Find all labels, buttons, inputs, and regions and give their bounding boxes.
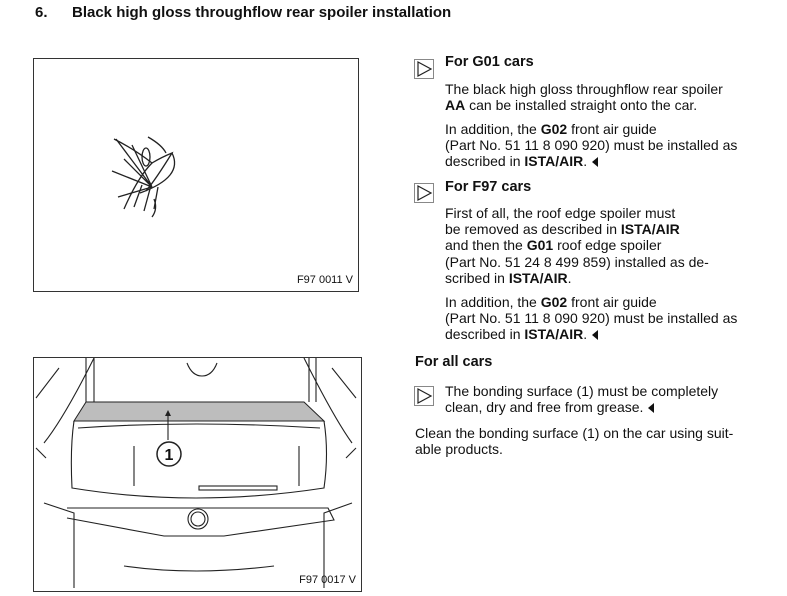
text: The bonding surface (1) must be complete… — [445, 383, 719, 399]
text-line: The black high gloss throughflow rear sp… — [445, 81, 723, 97]
figure-label: F97 0017 V — [299, 574, 356, 586]
text: roof edge spoiler — [553, 237, 662, 254]
text-line: described in ISTA/AIR. — [445, 153, 737, 169]
bold-term: G02 — [540, 294, 568, 310]
end-marker-icon — [592, 330, 599, 341]
car-rear-illustration: 1 — [35, 357, 357, 588]
text-line: (Part No. 51 11 8 090 920) must be insta… — [445, 310, 737, 326]
figure-label: F97 0011 V — [296, 274, 353, 286]
text: be removed as described in — [445, 221, 621, 238]
paragraph: The bonding surface (1) must be complete… — [445, 383, 718, 415]
text-line: scribed in ISTA/AIR. — [445, 270, 709, 286]
text-line: clean, dry and free from grease. — [445, 399, 718, 415]
text: described in — [445, 326, 525, 343]
text-line: AA can be installed straight onto the ca… — [445, 97, 723, 113]
text: front air guide — [567, 294, 657, 310]
text-line: able products. — [415, 441, 733, 457]
section-title: Black high gloss throughflow rear spoile… — [72, 4, 452, 21]
text: can be installed straight onto the car. — [465, 97, 698, 114]
text: and then the — [445, 237, 527, 254]
paragraph: Clean the bonding surface (1) on the car… — [415, 425, 733, 457]
figure-eye-illustration: F97 0011 V — [33, 58, 359, 292]
text: Clean the bonding surface (1) on the car… — [415, 425, 734, 441]
text: . — [583, 153, 588, 170]
text: (Part No. 51 11 8 090 920) must be insta… — [445, 137, 738, 154]
text: scribed in — [445, 269, 509, 286]
text: First of all, the roof edge spoiler must — [445, 205, 676, 221]
bold-term: G02 — [540, 121, 568, 137]
eye-icon — [111, 136, 176, 218]
text-line: The bonding surface (1) must be complete… — [445, 383, 718, 399]
block-heading: For F97 cars — [445, 179, 532, 195]
bold-term: ISTA/AIR — [524, 326, 584, 343]
bold-term: ISTA/AIR — [508, 269, 568, 286]
text: able products. — [415, 441, 503, 458]
end-marker-icon — [592, 157, 599, 168]
note-arrow-icon — [414, 183, 434, 203]
bold-term: G01 — [526, 237, 554, 254]
text: (Part No. 51 24 8 499 859) installed as … — [445, 253, 709, 270]
text-line: In addition, the G02 front air guide — [445, 121, 737, 137]
text-line: In addition, the G02 front air guide — [445, 294, 737, 310]
text-line: First of all, the roof edge spoiler must — [445, 205, 709, 221]
text: (Part No. 51 11 8 090 920) must be insta… — [445, 310, 738, 327]
text: front air guide — [567, 121, 657, 137]
text: In addition, the — [445, 121, 541, 137]
text: . — [567, 269, 572, 286]
text: The black high gloss throughflow rear sp… — [445, 81, 723, 97]
end-marker-icon — [648, 403, 655, 414]
text: clean, dry and free from grease. — [445, 399, 644, 416]
figure-rear-car: 1 F97 0017 V — [33, 357, 362, 592]
block-heading: For all cars — [415, 354, 493, 370]
note-arrow-icon — [414, 59, 434, 79]
text-line: (Part No. 51 11 8 090 920) must be insta… — [445, 137, 737, 153]
bold-term: ISTA/AIR — [620, 221, 680, 238]
block-heading: For G01 cars — [445, 54, 534, 70]
paragraph: First of all, the roof edge spoiler must… — [445, 205, 709, 286]
text-line: (Part No. 51 24 8 499 859) installed as … — [445, 254, 709, 270]
bold-term: ISTA/AIR — [524, 153, 584, 170]
bold-term: AA — [445, 97, 466, 114]
text-line: Clean the bonding surface (1) on the car… — [415, 425, 733, 441]
paragraph: The black high gloss throughflow rear sp… — [445, 81, 723, 113]
text-line: be removed as described in ISTA/AIR — [445, 221, 709, 237]
text: In addition, the — [445, 294, 541, 310]
paragraph: In addition, the G02 front air guide(Par… — [445, 121, 737, 170]
text-line: and then the G01 roof edge spoiler — [445, 237, 709, 253]
text: . — [583, 326, 588, 343]
note-arrow-icon — [414, 386, 434, 406]
section-number: 6. — [35, 4, 48, 21]
text-line: described in ISTA/AIR. — [445, 326, 737, 342]
paragraph: In addition, the G02 front air guide(Par… — [445, 294, 737, 343]
callout-number: 1 — [165, 447, 174, 464]
text: described in — [445, 153, 525, 170]
